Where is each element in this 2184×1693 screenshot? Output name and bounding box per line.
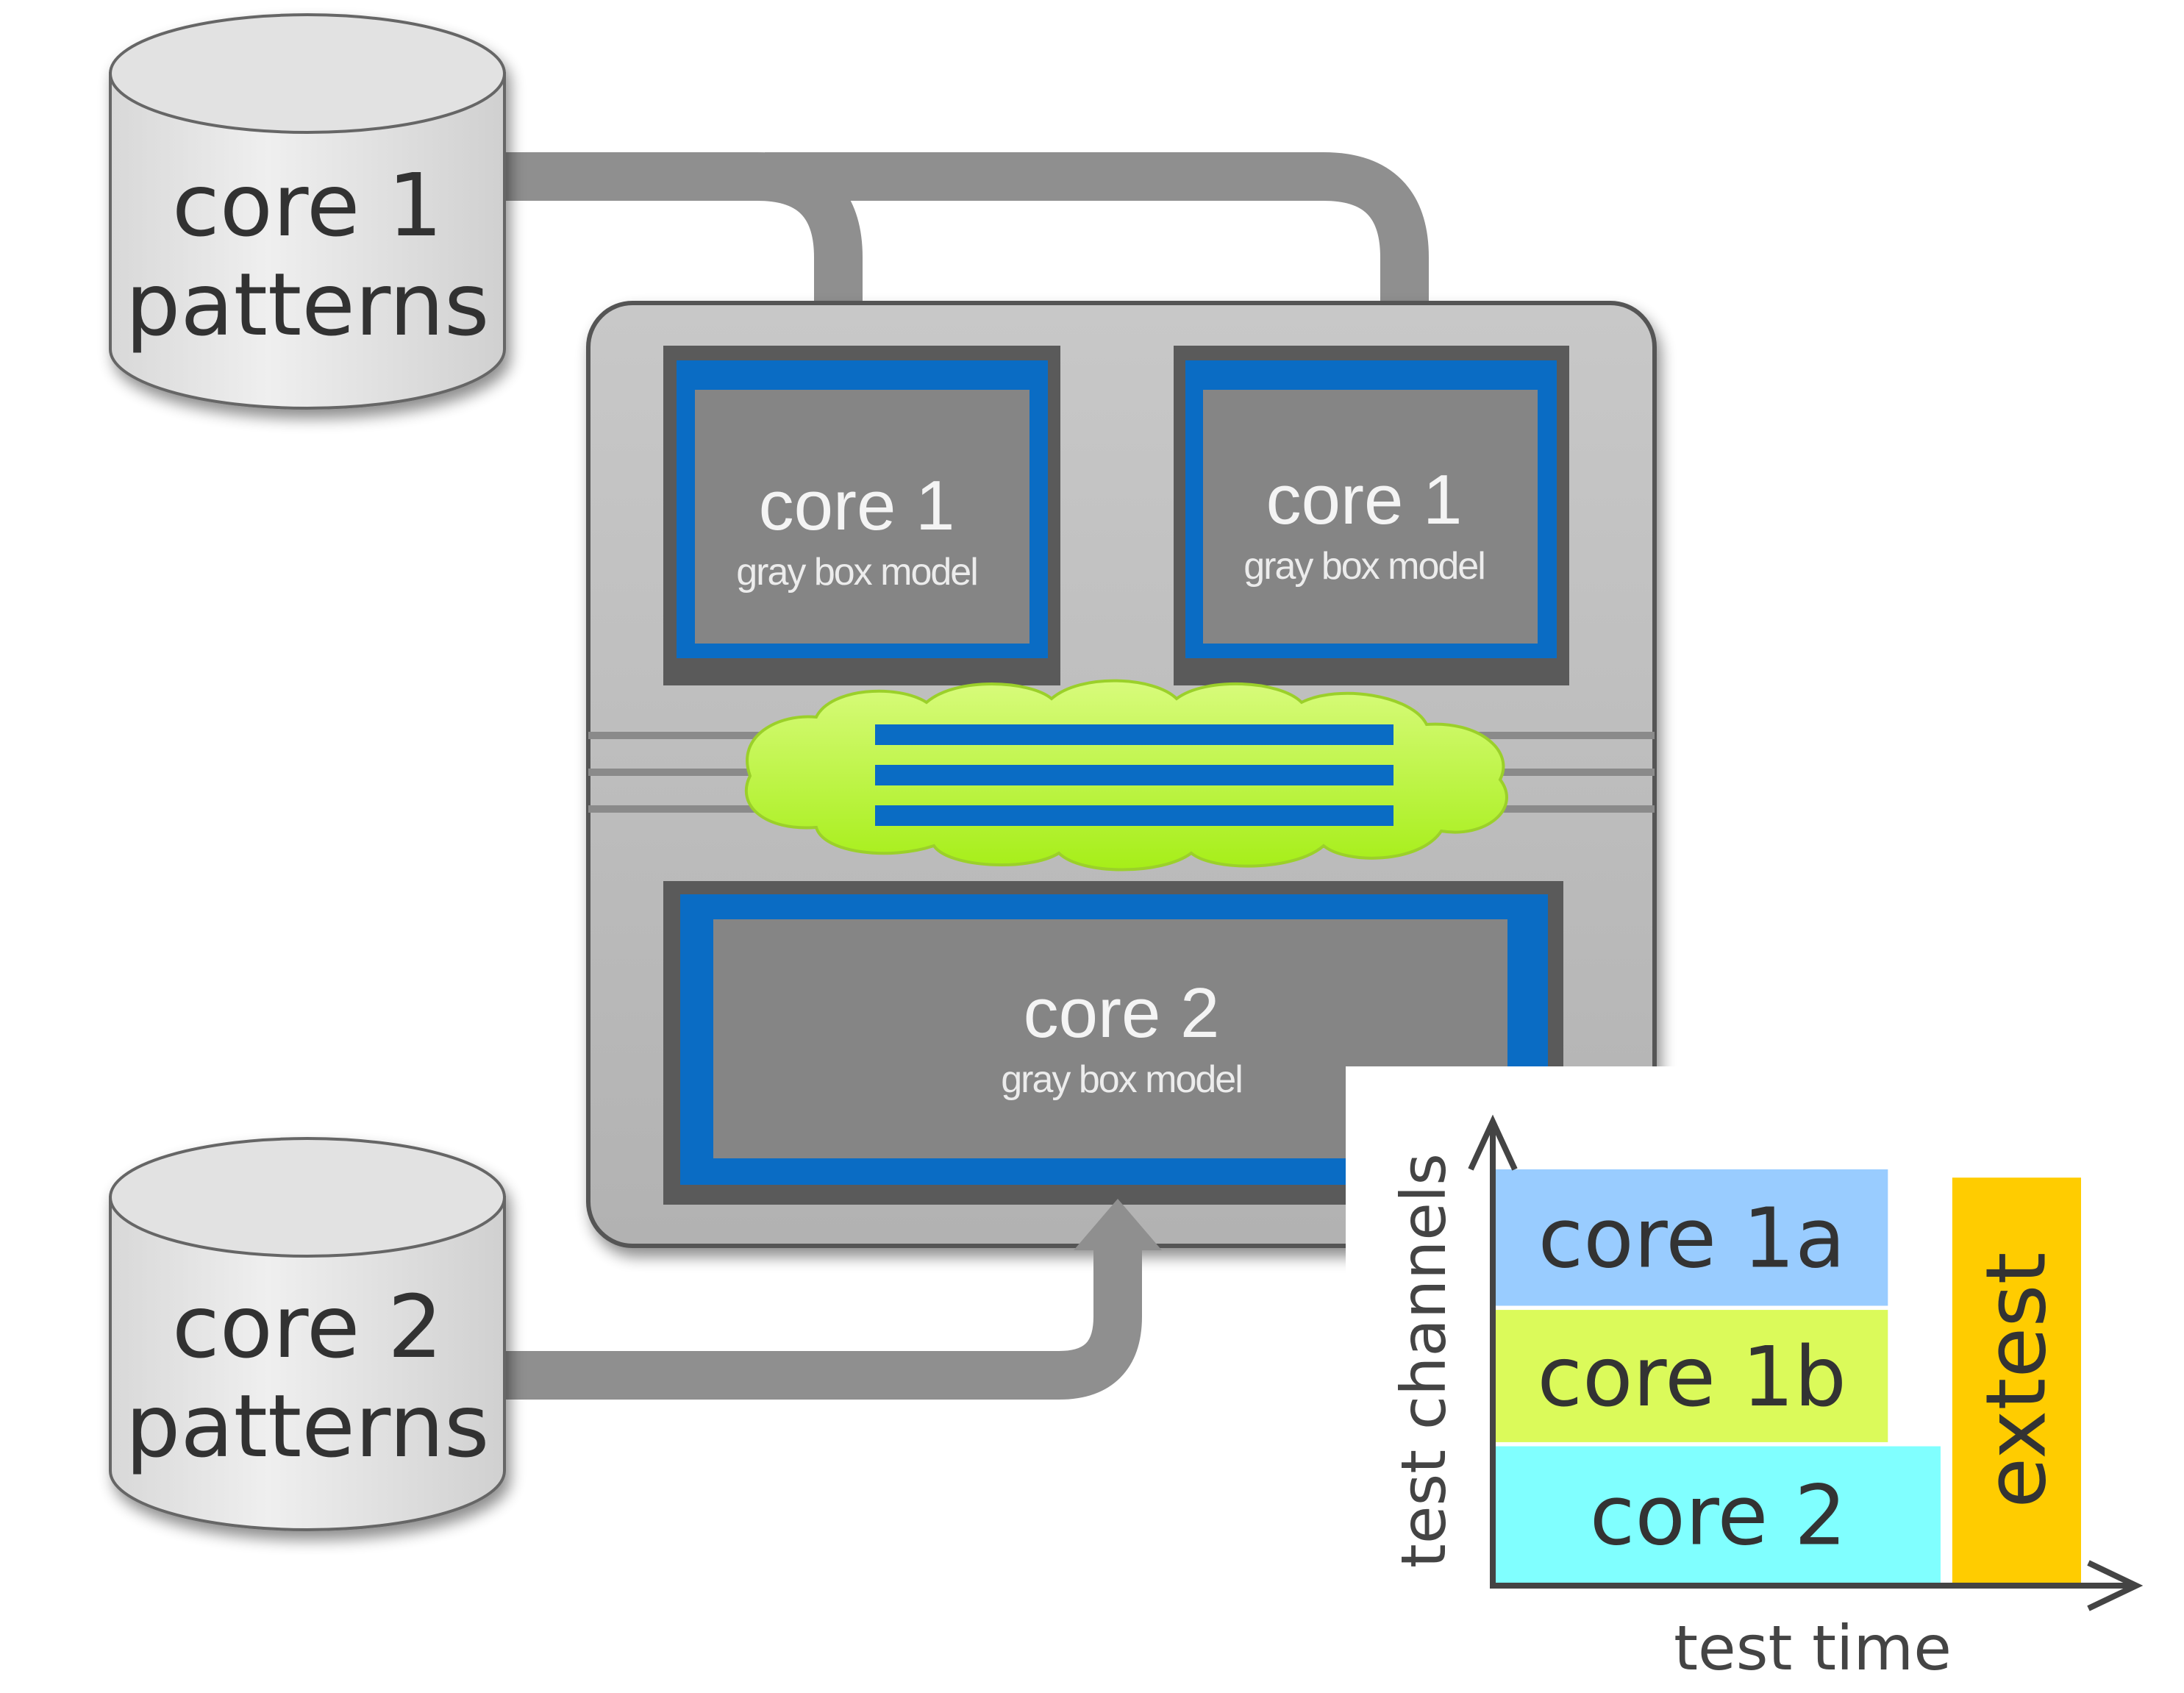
connector-core1-patterns <box>500 152 1429 309</box>
database-label-line2: patterns <box>125 1375 489 1477</box>
core-title: core 1 <box>1266 460 1463 539</box>
schedule-block-extest <box>1952 1177 2081 1583</box>
database-label-line2: patterns <box>125 254 489 355</box>
y-axis-arrowhead <box>1468 1114 1518 1171</box>
database-core1-patterns[interactable]: core 1 patterns <box>109 13 506 410</box>
schedule-block-core-1a <box>1496 1169 1888 1306</box>
arrowhead-core2 <box>1074 1199 1162 1250</box>
tam-wires <box>875 724 1393 826</box>
schedule-blocks: core 1a core 1b core 2 extest <box>1496 1169 2081 1583</box>
test-schedule-inset: core 1a core 1b core 2 extest test channels… <box>1346 1066 2184 1693</box>
core-title: core 1 <box>759 466 955 545</box>
core-subtitle: gray box model <box>736 551 977 594</box>
database-label-line1: core 2 <box>172 1276 443 1377</box>
schedule-block-label: core 1b <box>1537 1330 1846 1425</box>
core-box-core2[interactable]: core 2 gray box model <box>663 881 1563 1205</box>
core-box-core1-right[interactable]: core 1 gray box model <box>1174 346 1569 685</box>
database-core2-patterns[interactable]: core 2 patterns <box>109 1137 506 1531</box>
schedule-block-core-1b <box>1496 1310 1888 1442</box>
core-title: core 2 <box>1024 974 1220 1052</box>
y-axis-label: test channels <box>1388 1153 1460 1568</box>
schedule-block-core-2 <box>1496 1446 1941 1583</box>
core-subtitle: gray box model <box>1001 1058 1242 1101</box>
schedule-block-label: extest <box>1969 1252 2064 1508</box>
connector-core2-patterns <box>500 1250 1142 1400</box>
database-label-line1: core 1 <box>172 154 443 256</box>
x-axis-label: test time <box>1674 1612 1952 1684</box>
core-subtitle: gray box model <box>1243 545 1485 588</box>
schedule-block-label: core 1a <box>1538 1191 1846 1287</box>
core-box-core1-left[interactable]: core 1 gray box model <box>663 346 1060 685</box>
tam-cloud <box>744 679 1508 872</box>
schedule-block-label: core 2 <box>1590 1468 1846 1564</box>
x-axis-arrowhead <box>2087 1560 2144 1611</box>
connector-to-core1-right <box>765 152 1429 309</box>
